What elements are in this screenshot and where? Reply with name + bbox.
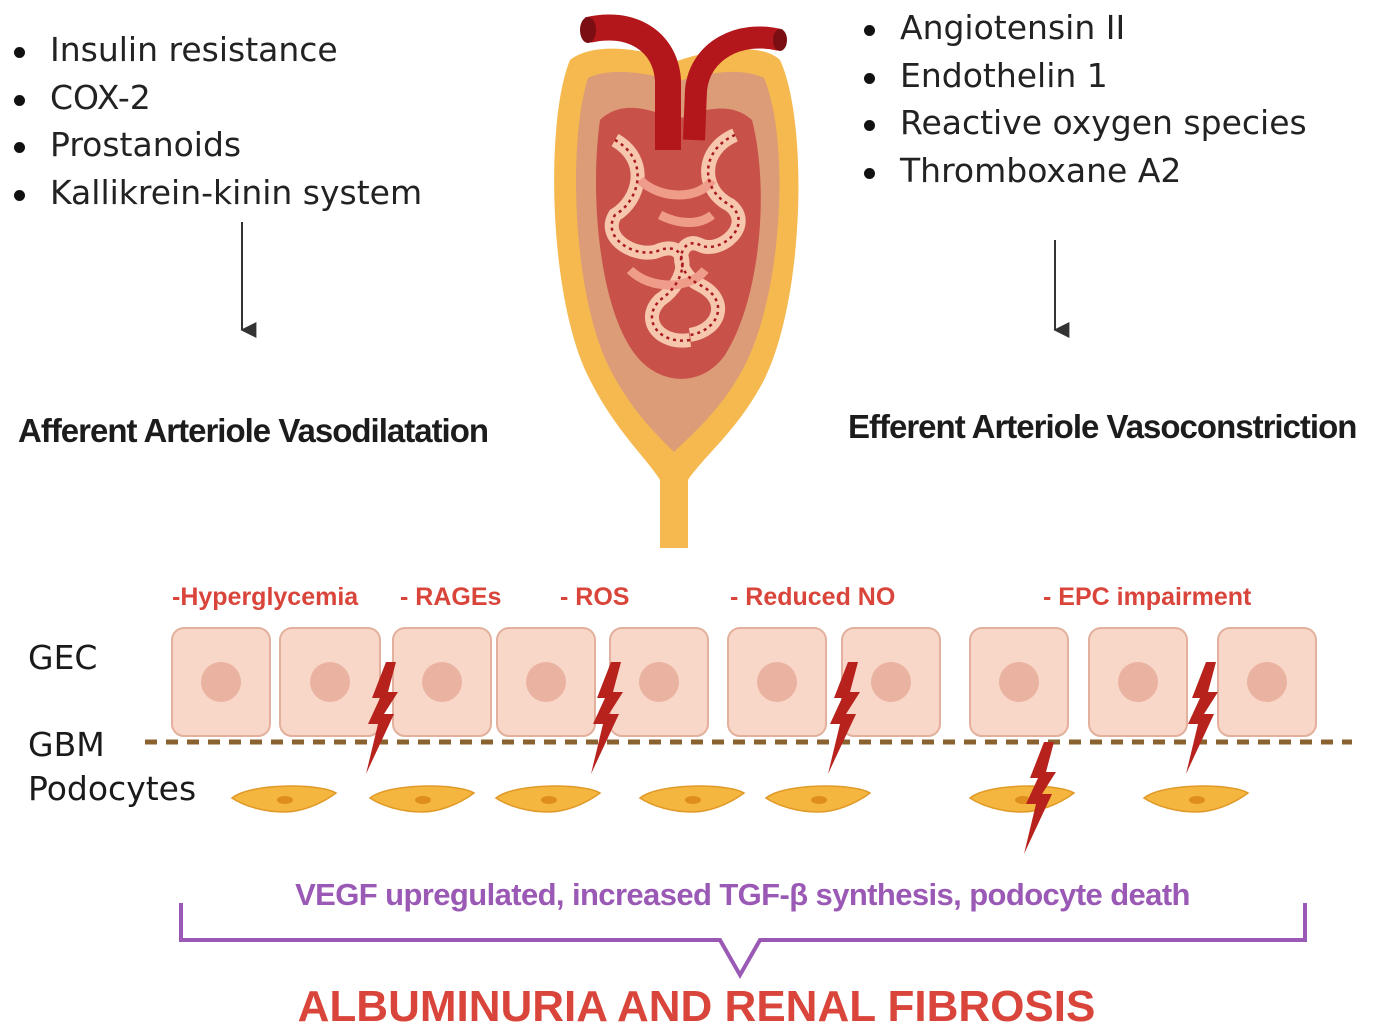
endothelial-cell [610, 628, 708, 736]
gbm-label: GBM [28, 725, 105, 764]
injury-factor: -Hyperglycemia [172, 583, 358, 612]
podocyte [370, 786, 474, 812]
glomerulus-illustration [554, 17, 798, 548]
efferent-heading: Efferent Arteriole Vasoconstriction [848, 408, 1356, 446]
injury-factor: - EPC impairment [1043, 583, 1251, 612]
endothelial-cell [970, 628, 1068, 736]
endothelial-cell [280, 628, 380, 736]
endothelial-cell [497, 628, 595, 736]
podocyte [232, 786, 336, 812]
podocyte-row [232, 786, 1248, 812]
endothelial-cell [393, 628, 491, 736]
endothelial-cell-row [172, 628, 1316, 736]
injury-factor: - ROS [560, 583, 629, 612]
endothelial-cell [172, 628, 270, 736]
podocyte [496, 786, 600, 812]
podocyte [970, 786, 1074, 812]
podocyte [766, 786, 870, 812]
endothelial-cell [1089, 628, 1187, 736]
podocytes-label: Podocytes [28, 769, 196, 808]
summary-bracket [181, 903, 1305, 975]
summary-text: VEGF upregulated, increased TGF-β synthe… [180, 877, 1305, 913]
podocyte [1144, 786, 1248, 812]
injury-factor: - Reduced NO [730, 583, 895, 612]
endothelial-cell [1218, 628, 1316, 736]
afferent-heading: Afferent Arteriole Vasodilatation [18, 412, 488, 450]
injury-factor: - RAGEs [400, 583, 501, 612]
conclusion-title: ALBUMINURIA AND RENAL FIBROSIS [0, 982, 1393, 1032]
endothelial-cell [842, 628, 940, 736]
podocyte [640, 786, 744, 812]
endothelial-cell [728, 628, 826, 736]
lightning-icon [1186, 662, 1218, 774]
gec-label: GEC [28, 638, 97, 677]
